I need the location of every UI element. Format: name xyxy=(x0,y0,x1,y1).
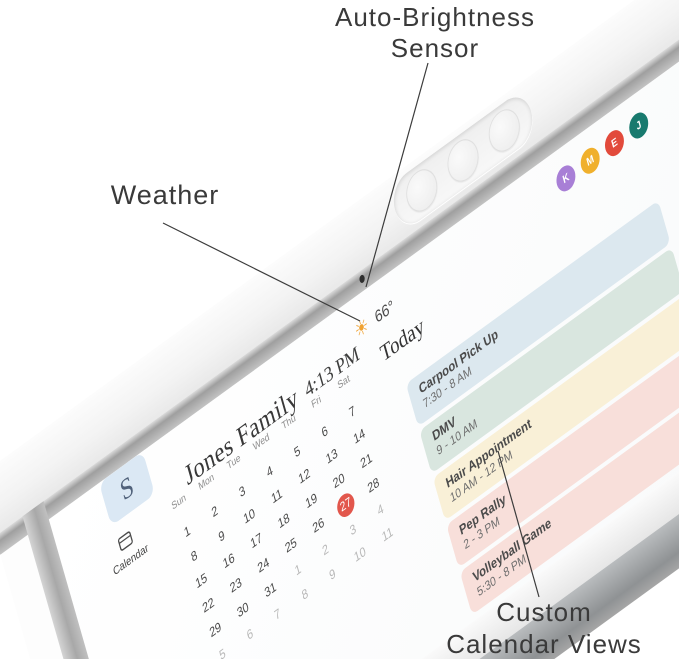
member-avatar[interactable]: K xyxy=(553,160,579,197)
device-button[interactable] xyxy=(402,161,442,220)
temperature-value: 66° xyxy=(372,296,397,328)
annotation-auto-brightness: Auto-Brightness Sensor xyxy=(335,2,535,63)
member-avatar[interactable]: M xyxy=(578,143,603,179)
sidebar-item-calendar[interactable]: Calendar xyxy=(96,513,160,586)
sun-icon: ☀ xyxy=(352,313,372,344)
annotation-custom-views: Custom Calendar Views xyxy=(446,597,642,659)
calendar-icon xyxy=(118,531,133,551)
annotation-weather: Weather xyxy=(110,180,220,210)
member-avatar[interactable]: E xyxy=(602,125,627,161)
device-screen: S Calendar Jones Family 4:13 PM ☀ 66° Su… xyxy=(48,0,679,659)
device-button[interactable] xyxy=(443,131,483,190)
member-avatar[interactable]: J xyxy=(626,107,651,144)
device-button[interactable] xyxy=(484,101,524,160)
